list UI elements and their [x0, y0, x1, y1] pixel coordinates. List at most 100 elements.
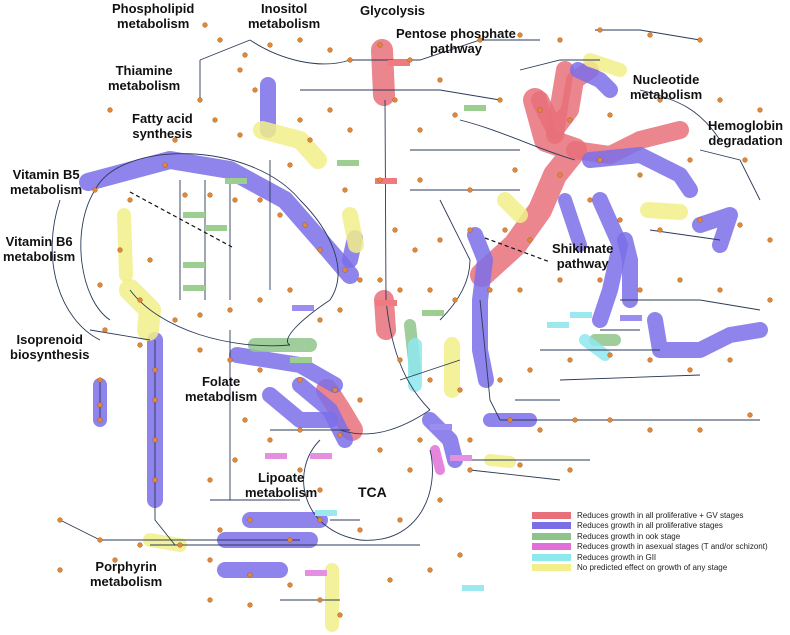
label-leader-lines — [129, 191, 551, 263]
legend-label: Reduces growth in ook stage — [577, 531, 681, 541]
metabolite-node — [152, 477, 158, 483]
metabolite-node — [137, 542, 143, 548]
metabolite-node — [377, 277, 383, 283]
legend-item: No predicted effect on growth of any sta… — [532, 563, 784, 574]
label-vitamin-b6-metabolism: Vitamin B6 metabolism — [3, 234, 76, 264]
network-edge — [439, 199, 471, 261]
legend-item: Reduces growth in all proliferative stag… — [532, 521, 784, 532]
legend-swatch — [532, 522, 571, 530]
metabolite-node — [767, 237, 773, 243]
reaction-label-box — [290, 357, 312, 363]
metabolite-node — [152, 367, 158, 373]
network-edge — [439, 259, 471, 321]
reaction-label-box — [464, 105, 486, 111]
metabolite-node — [427, 287, 433, 293]
legend-item: Reduces growth in all proliferative + GV… — [532, 510, 784, 521]
metabolite-node — [342, 187, 348, 193]
reaction-label-box — [337, 160, 359, 166]
metabolite-node — [397, 517, 403, 523]
metabolite-node — [527, 367, 533, 373]
label-folate-metabolism: Folate metabolism — [185, 374, 258, 404]
metabolite-node — [517, 32, 523, 38]
reaction-label-box — [388, 60, 410, 66]
network-edge — [399, 359, 461, 381]
metabolite-node — [207, 192, 213, 198]
pathway-highlight — [640, 202, 688, 220]
metabolite-node — [407, 467, 413, 473]
label-shikimate-pathway: Shikimate pathway — [552, 241, 614, 271]
legend-swatch — [532, 511, 571, 519]
network-edge — [350, 39, 540, 61]
metabolite-node — [227, 357, 233, 363]
legend-swatch — [532, 564, 571, 572]
pathway-highlight — [253, 121, 327, 169]
metabolite-node — [267, 437, 273, 443]
pathway-highlight — [117, 208, 133, 282]
pathway-highlight — [342, 207, 364, 253]
metabolite-node — [417, 177, 423, 183]
network-edge — [339, 409, 431, 435]
network-edge — [479, 299, 501, 421]
metabolite-node — [97, 417, 103, 423]
label-isoprenoid-biosynthesis: Isoprenoid biosynthesis — [10, 332, 90, 362]
metabolite-node — [317, 597, 323, 603]
metabolite-node — [97, 282, 103, 288]
pathway-highlight — [647, 312, 768, 358]
legend: Reduces growth in all proliferative + GV… — [532, 510, 784, 573]
metabolite-node — [357, 397, 363, 403]
metabolite-node — [57, 517, 63, 523]
metabolite-node — [327, 47, 333, 53]
metabolite-node — [617, 217, 623, 223]
pathway-highlight — [692, 207, 738, 253]
pathway-highlight — [262, 387, 338, 428]
legend-label: Reduces growth in asexual stages (T and/… — [577, 542, 768, 552]
metabolite-node — [342, 267, 348, 273]
metabolite-node — [357, 527, 363, 533]
pathway-highlight — [546, 61, 574, 144]
metabolite-node — [497, 377, 503, 383]
metabolite-node — [597, 27, 603, 33]
network-edge — [559, 374, 701, 381]
network-edge — [89, 329, 151, 341]
metabolite-node — [517, 462, 523, 468]
label-inositol-metabolism: Inositol metabolism — [248, 1, 321, 31]
metabolite-node — [687, 157, 693, 163]
metabolite-node — [477, 37, 483, 43]
network-edge — [699, 149, 761, 201]
metabolite-node — [172, 317, 178, 323]
metabolite-node — [647, 357, 653, 363]
network-edge — [199, 39, 251, 61]
metabolite-node — [107, 107, 113, 113]
metabolite-node — [467, 187, 473, 193]
label-porphyrin-metabolism: Porphyrin metabolism — [90, 559, 163, 589]
pathway-highlight — [79, 151, 359, 284]
metabolite-node — [467, 227, 473, 233]
metabolite-node — [717, 97, 723, 103]
reaction-label-box — [315, 510, 337, 516]
metabolite-node — [557, 172, 563, 178]
legend-label: Reduces growth in GII — [577, 552, 657, 562]
pathway-highlight — [579, 334, 611, 361]
metabolite-node — [357, 277, 363, 283]
pathway-highlight — [371, 39, 395, 106]
network-edge — [299, 199, 339, 301]
metabolite-node — [97, 377, 103, 383]
metabolite-node — [202, 22, 208, 28]
metabolite-node — [287, 537, 293, 543]
metabolite-node — [177, 542, 183, 548]
pathway-highlight — [430, 445, 445, 475]
metabolite-node — [97, 402, 103, 408]
metabolite-node — [567, 117, 573, 123]
metabolite-node — [92, 187, 98, 193]
metabolite-node — [267, 42, 273, 48]
metabolite-node — [347, 57, 353, 63]
network-edge — [129, 289, 291, 347]
reaction-label-box — [422, 310, 444, 316]
network-edge — [300, 89, 501, 101]
metabolite-node — [657, 97, 663, 103]
reaction-label-box — [292, 305, 314, 311]
network-edge — [303, 439, 361, 541]
metabolite-node — [527, 237, 533, 243]
metabolite-node — [507, 417, 513, 423]
